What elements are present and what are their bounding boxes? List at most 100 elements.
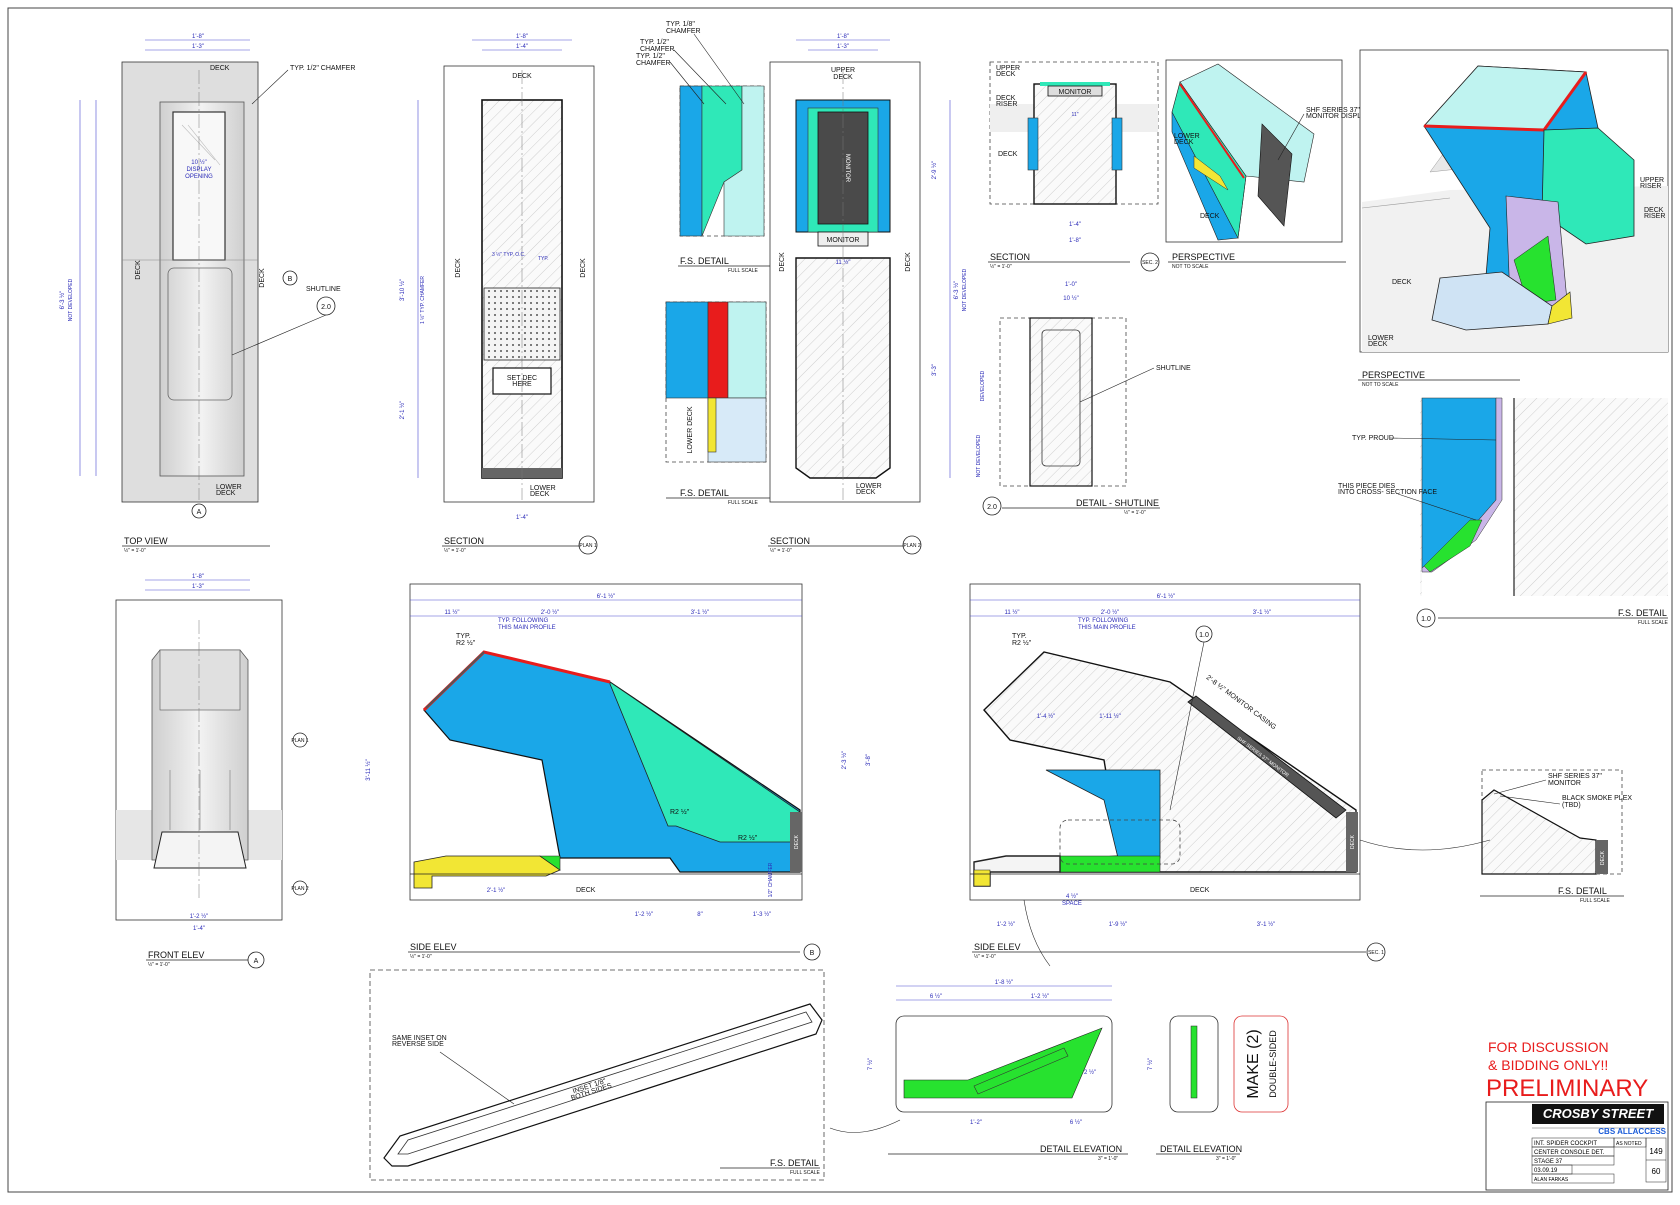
top-view-callout-a: A [197,509,202,516]
side2-m1: 1'-4 ½" [1037,713,1056,720]
section2-scale: ½" = 1'-0" [770,547,792,554]
section1-deck-left: DECK [455,258,462,278]
fsr-scale: FULL SCALE [1638,620,1668,626]
dshut-w2: 10 ½" [1063,295,1078,302]
dshut-scale: ½" = 1'-0" [1124,509,1146,516]
side1-d3: 3'-1 ½" [691,609,710,616]
side2-space: 4 ½"SPACE [1062,893,1082,907]
tb-drawn: ALAN FARKAS [1534,1177,1569,1183]
side2-scale: ½" = 1'-0" [974,953,996,960]
top-view-title: TOP VIEW [124,536,168,546]
sec2-deck: DECK [998,151,1018,158]
section2-overall: 6'-3 ½" [953,281,960,300]
side2-d3: 3'-1 ½" [1253,609,1272,616]
stamp-line3: PRELIMINARY [1486,1075,1648,1102]
section2-h-top: 2'-9 ½" [931,161,938,180]
psmall-title: PERSPECTIVE [1172,252,1235,262]
fsr-title: F.S. DETAIL [1618,608,1667,618]
side1-callout: B [810,950,815,957]
psmall-note: SHF SERIES 37"MONITOR DISPLAY [1306,107,1370,120]
fs-detail-mid: LOWER DECK F.S. DETAIL FULL SCALE [665,301,770,506]
fs-top-c2: TYP. 1/2"CHAMFER [640,39,675,53]
side2-title: SIDE ELEV [974,942,1021,952]
side2-overall: 6'-1 ½" [1157,593,1176,600]
tb-item: CENTER CONSOLE DET. [1534,1150,1605,1156]
side1-b4: 1'-3 ½" [753,911,772,918]
section2-width: 1'-8" [837,34,849,40]
side1-b2: 1'-2 ½" [635,911,654,918]
side1-deck: DECK [576,887,596,894]
side2-deck-tag: DECK [1350,834,1356,849]
section1-typ: TYP. [538,256,548,262]
section1-marker: PLAN 1 [579,543,596,549]
de1-h2: 2 ½" [1084,1069,1096,1076]
fs-top-title: F.S. DETAIL [680,256,729,266]
fs-mid-title: F.S. DETAIL [680,488,729,498]
section1-bottom: 1'-4" [516,515,528,521]
front-width: 1'-8" [192,574,204,580]
fs-detail-bottom-right: DECK SHF SERIES 37"MONITOR BLACK SMOKE P… [1359,769,1632,904]
fsbr-note2: BLACK SMOKE PLEX(TBD) [1562,795,1632,809]
sheet-border [7,7,1673,1193]
top-view-scale: ½" = 1'-0" [124,547,146,554]
side1-h1: 3'-11 ½" [365,759,372,781]
front-marker-2: PLAN 2 [291,886,308,892]
tb-company: CROSBY STREET [1543,1106,1654,1121]
front-b2: 1'-2 ½" [190,913,209,920]
top-view-chamfer: TYP. 1/2" CHAMFER [290,65,355,72]
shutline-ref: 2.0 [321,304,331,311]
side2-ref: 1.0 [1199,632,1209,639]
tb-sheet: 149 [1649,1147,1663,1156]
side2-d2: 2'-0 ½" [1101,609,1120,616]
section2-deck-left: DECK [779,252,786,272]
section1-height: 3'-10 ½" [399,279,406,301]
sec2-mon-w: 11" [1072,112,1079,118]
detail-elev-2: 7 ½" DETAIL ELEVATION 3" = 1'-0" [1147,1015,1242,1162]
fsbr-note1: SHF SERIES 37"MONITOR [1548,773,1602,787]
section2-monitor-vertical: MONITOR [844,154,850,183]
front-elev: 1'-8" 1'-3" 1'-2 ½" 1'-4" PLAN 1 PLAN 2 … [115,574,309,969]
section2-not-developed: NOT DEVELOPED [962,268,968,311]
detail-shutline: 1'-0" 10 ½" SHUTLINE DEVELOPED NOT DEVEL… [976,282,1191,516]
top-view-inner-width: 1'-3" [192,44,204,50]
tb-network: CBS ALLACCESS [1598,1127,1666,1136]
section2-h-bot: 3'-3" [932,364,938,376]
side1-d1: 11 ½" [444,609,459,616]
fsr-ref: 1.0 [1421,616,1431,623]
side1-r2a: R2 ½" [670,808,690,816]
top-view-not-developed: NOT DEVELOPED [68,278,74,321]
side2-b1: 1'-2 ½" [997,921,1016,928]
side2-m2: 1'-11 ½" [1099,713,1121,720]
section1-deck-top: DECK [512,73,532,80]
tb-stage: STAGE 37 [1534,1159,1563,1165]
dshut-developed: DEVELOPED [980,370,986,401]
make-sub: DOUBLE-SIDED [1268,1030,1278,1098]
section1-width: 1'-8" [516,34,528,40]
section1-chamfer: 1 ½" TYP. CHAMFER [419,276,426,324]
fs-top-c3: TYP. 1/2"CHAMFER [636,53,671,67]
psmall-deck: DECK [1200,213,1220,220]
side1-overall: 6'-1 ½" [597,593,616,600]
front-title: FRONT ELEV [148,950,204,960]
de1-h1: 7 ½" [867,1058,874,1070]
plarge-scale: NOT TO SCALE [1362,382,1399,388]
de1-b2: 6 ½" [1070,1119,1082,1126]
de1-scale: 3" = 1'-0" [1098,1156,1118,1162]
side-elev-1: DECK 6'-1 ½" 11 ½" 2'-0 ½" 3'-1 ½" TYP.R… [365,583,872,961]
side1-title: SIDE ELEV [410,942,457,952]
section1-inner: 1'-4" [516,44,528,50]
side2-b3: 3'-1 ½" [1257,921,1276,928]
section2-deck-right: DECK [905,252,912,272]
de1-w2: 6 ½" [930,993,942,1000]
